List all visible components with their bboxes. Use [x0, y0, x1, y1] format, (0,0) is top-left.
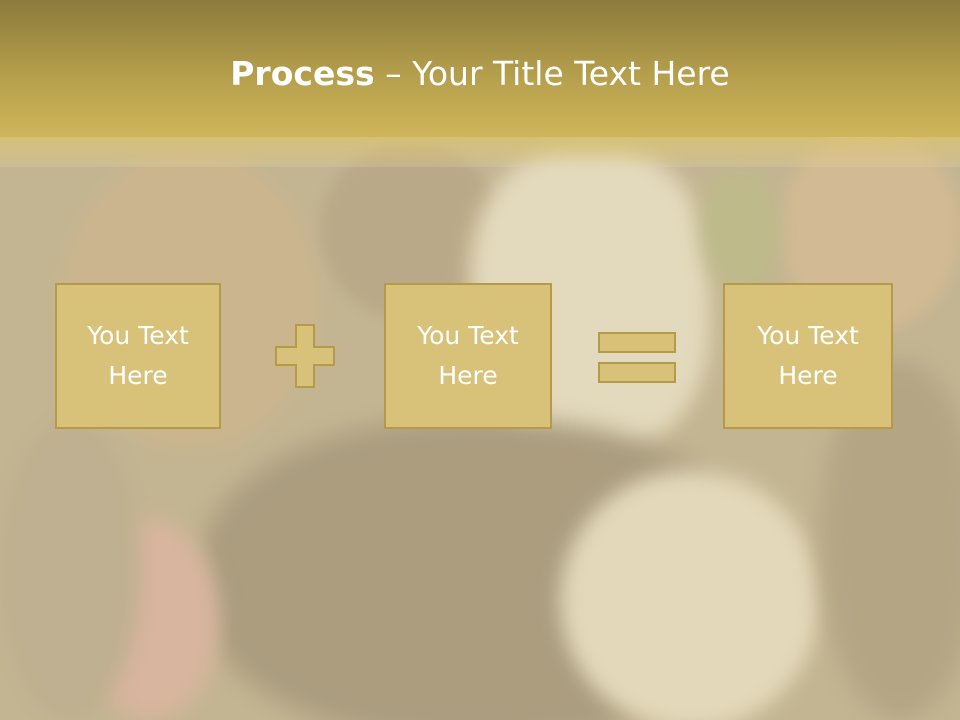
process-step-1[interactable]: You Text Here — [55, 283, 221, 429]
slide-title: Process – Your Title Text Here — [0, 52, 960, 96]
process-step-1-text: You Text Here — [87, 321, 189, 390]
process-result-text: You Text Here — [757, 321, 859, 390]
process-step-2[interactable]: You Text Here — [384, 283, 552, 429]
process-result[interactable]: You Text Here — [723, 283, 893, 429]
title-bold: Process — [230, 54, 375, 93]
plus-icon — [275, 324, 335, 388]
equals-icon — [598, 332, 676, 383]
process-step-2-text: You Text Here — [417, 321, 519, 390]
title-bar-fade — [0, 137, 960, 167]
title-rest: – Your Title Text Here — [374, 54, 730, 93]
title-bar — [0, 0, 960, 137]
